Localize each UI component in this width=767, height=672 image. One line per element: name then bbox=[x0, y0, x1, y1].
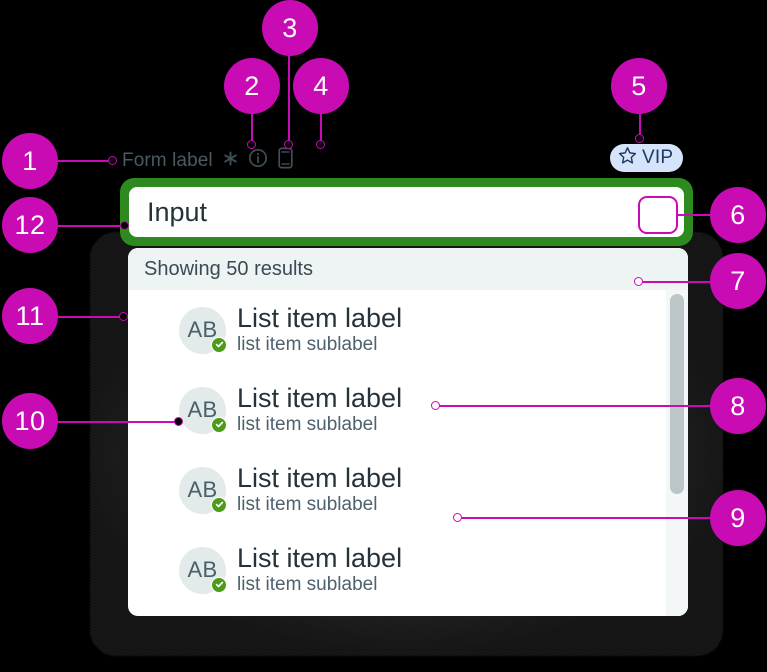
list-item-label: List item label bbox=[237, 463, 403, 494]
avatar: AB bbox=[179, 466, 227, 514]
callout-6[interactable]: 6 bbox=[710, 187, 766, 243]
leader-dot-2 bbox=[247, 140, 256, 149]
list-item-sublabel: list item sublabel bbox=[237, 334, 378, 356]
leader-line-8 bbox=[438, 405, 712, 407]
verified-check-icon bbox=[211, 496, 227, 513]
leader-dot-8 bbox=[431, 401, 440, 410]
results-header: Showing 50 results bbox=[128, 248, 688, 290]
verified-check-icon bbox=[211, 576, 227, 593]
list-item-sublabel: list item sublabel bbox=[237, 414, 378, 436]
leader-line-4 bbox=[320, 110, 322, 148]
avatar: AB bbox=[179, 546, 227, 594]
leader-line-9 bbox=[460, 517, 710, 519]
callout-4[interactable]: 4 bbox=[293, 58, 349, 114]
leader-dot-7 bbox=[634, 277, 643, 286]
list-item-text: List item label list item sublabel bbox=[237, 463, 403, 516]
leader-dot-1 bbox=[108, 156, 117, 165]
leader-line-1 bbox=[56, 160, 112, 162]
avatar-initials: AB bbox=[187, 397, 218, 422]
callout-7[interactable]: 7 bbox=[710, 253, 766, 309]
list-item-label: List item label bbox=[237, 543, 403, 574]
input-value-text: Input bbox=[147, 196, 208, 227]
avatar-initials: AB bbox=[187, 317, 218, 342]
leader-line-11 bbox=[56, 316, 124, 318]
callout-5[interactable]: 5 bbox=[611, 58, 667, 114]
list-item-text: List item label list item sublabel bbox=[237, 543, 403, 596]
leader-dot-12 bbox=[120, 221, 129, 230]
leader-dot-4 bbox=[316, 140, 325, 149]
list-item[interactable]: AB List item label list item sublabel bbox=[128, 450, 688, 530]
dropdown-results-panel: Showing 50 results AB List item label li… bbox=[128, 248, 688, 616]
vip-status-badge: VIP bbox=[610, 144, 684, 172]
leader-line-12 bbox=[56, 225, 124, 227]
callout-2[interactable]: 2 bbox=[224, 58, 280, 114]
leader-line-7 bbox=[640, 281, 712, 283]
results-list: AB List item label list item sublabel AB bbox=[128, 290, 688, 616]
leader-line-10 bbox=[56, 421, 178, 423]
avatar: AB bbox=[179, 386, 227, 434]
verified-check-icon bbox=[211, 416, 227, 433]
verified-check-icon bbox=[211, 336, 227, 353]
search-input[interactable]: Input bbox=[129, 187, 684, 237]
leader-line-3 bbox=[288, 50, 290, 148]
leader-dot-9 bbox=[453, 513, 462, 522]
leader-dot-5 bbox=[635, 134, 644, 143]
callout-3[interactable]: 3 bbox=[262, 0, 318, 56]
callout-10[interactable]: 10 bbox=[2, 393, 58, 449]
scrollbar-thumb[interactable] bbox=[670, 294, 684, 494]
list-item-text: List item label list item sublabel bbox=[237, 303, 403, 356]
page-title: Form label bbox=[122, 149, 213, 171]
avatar-initials: AB bbox=[187, 557, 218, 582]
required-asterisk-icon bbox=[222, 150, 239, 172]
list-item-label: List item label bbox=[237, 383, 403, 414]
callout-12[interactable]: 12 bbox=[2, 197, 58, 253]
list-item[interactable]: AB List item label list item sublabel bbox=[128, 290, 688, 370]
leader-dot-11 bbox=[119, 312, 128, 321]
info-circle-icon[interactable] bbox=[248, 148, 268, 173]
results-count-label: Showing 50 results bbox=[144, 257, 313, 280]
callout-1[interactable]: 1 bbox=[2, 133, 58, 189]
leader-line-2 bbox=[251, 105, 253, 149]
list-item[interactable]: AB List item label list item sublabel bbox=[128, 530, 688, 610]
list-item-sublabel: list item sublabel bbox=[237, 574, 378, 596]
form-label-row: Form label bbox=[122, 147, 294, 174]
callout-11[interactable]: 11 bbox=[2, 288, 58, 344]
mobile-device-icon bbox=[277, 147, 294, 174]
list-item-sublabel: list item sublabel bbox=[237, 494, 378, 516]
star-icon bbox=[618, 146, 637, 170]
leader-dot-10 bbox=[174, 417, 183, 426]
list-item-label: List item label bbox=[237, 303, 403, 334]
vip-badge-label: VIP bbox=[642, 147, 674, 168]
avatar-initials: AB bbox=[187, 477, 218, 502]
leader-dot-3 bbox=[284, 140, 293, 149]
callout-9[interactable]: 9 bbox=[710, 490, 766, 546]
list-item[interactable]: AB List item label list item sublabel bbox=[128, 370, 688, 450]
callout-8[interactable]: 8 bbox=[710, 378, 766, 434]
combobox-focus-ring: Input bbox=[120, 178, 693, 246]
leader-line-6 bbox=[676, 214, 711, 216]
scrollbar[interactable] bbox=[666, 290, 688, 616]
input-trailing-slot-highlight bbox=[638, 196, 678, 234]
list-item-text: List item label list item sublabel bbox=[237, 383, 403, 436]
avatar: AB bbox=[179, 306, 227, 354]
leader-line-5 bbox=[639, 110, 641, 140]
